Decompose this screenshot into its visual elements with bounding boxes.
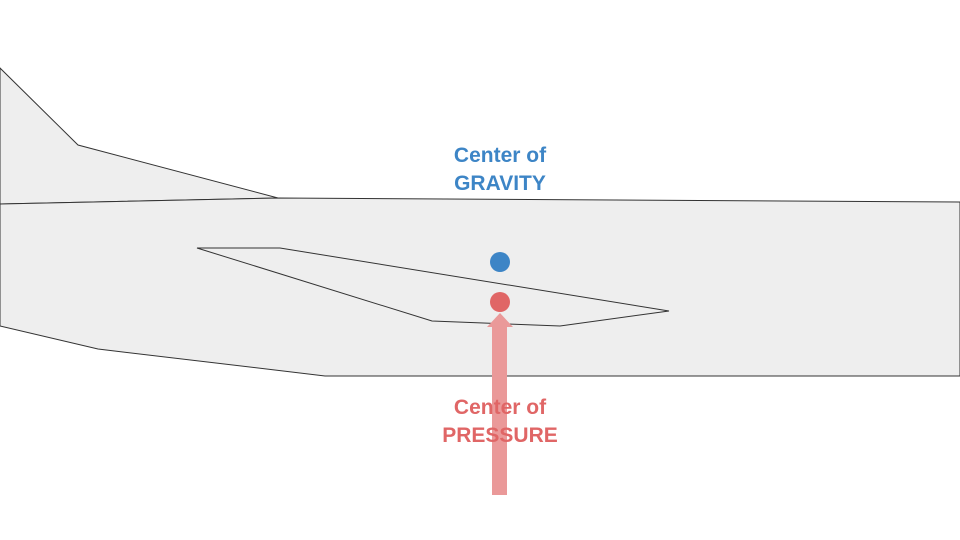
center-of-gravity-dot bbox=[490, 252, 510, 272]
wing bbox=[196, 247, 670, 327]
pressure-arrow-head bbox=[487, 313, 513, 327]
tail-fin bbox=[0, 67, 279, 205]
center-of-gravity-label-line1: Center of bbox=[453, 144, 547, 167]
center-of-pressure-dot bbox=[490, 292, 510, 312]
center-of-pressure-label-line1: Center of bbox=[453, 396, 547, 419]
center-of-gravity-label-line2: GRAVITY bbox=[454, 172, 546, 195]
pressure-arrow-shaft bbox=[492, 324, 507, 495]
center-of-pressure-label-line2: PRESSURE bbox=[442, 424, 558, 447]
center-of-gravity-label: Center of GRAVITY bbox=[400, 142, 600, 198]
center-of-pressure-label: Center of PRESSURE bbox=[400, 394, 600, 450]
